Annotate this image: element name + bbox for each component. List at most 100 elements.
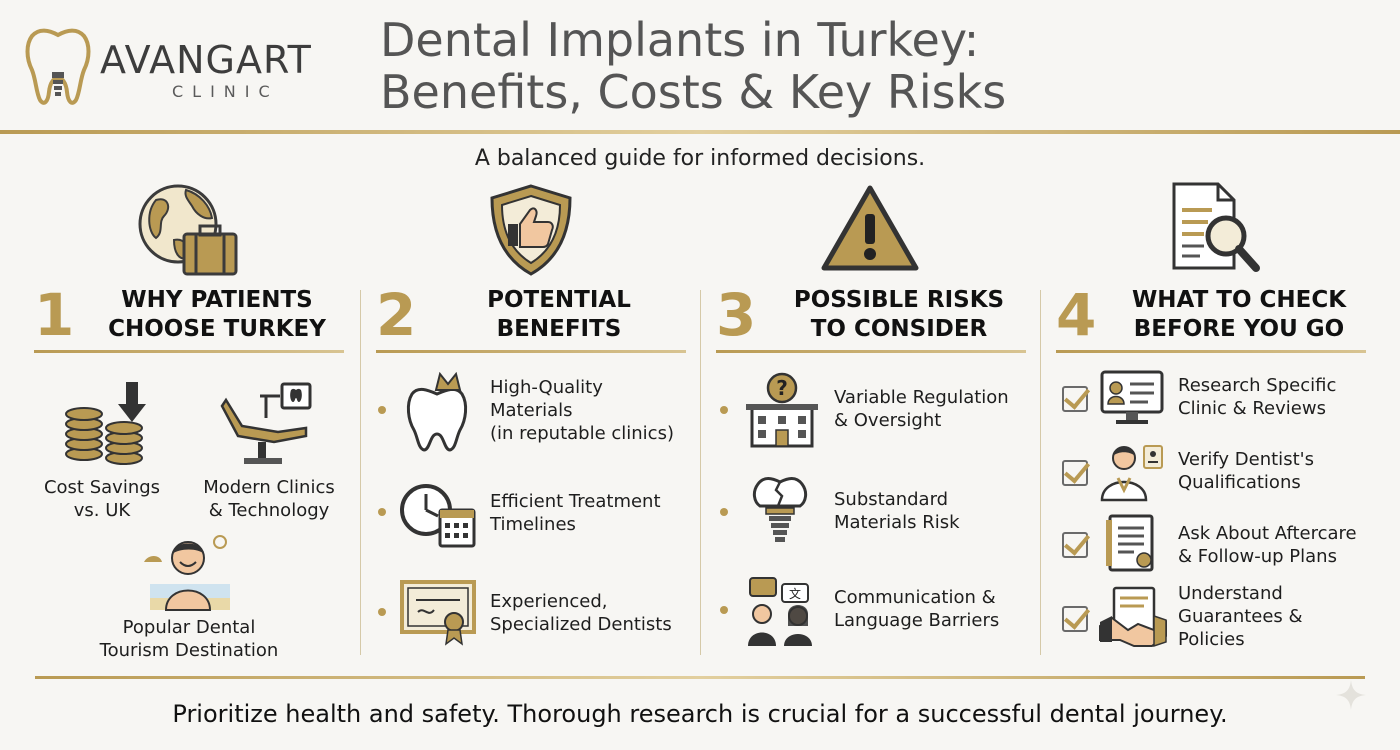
header: AVANGART CLINIC Dental Implants in Turke… bbox=[0, 0, 1400, 130]
section-title: BENEFITS bbox=[496, 316, 622, 342]
list-item: Ask About Aftercare & Follow-up Plans bbox=[1056, 514, 1386, 578]
header-divider bbox=[0, 130, 1400, 134]
item-label: Verify Dentist's bbox=[1178, 449, 1314, 470]
bullet-icon bbox=[378, 508, 386, 516]
item-label: Ask About Aftercare bbox=[1178, 523, 1357, 544]
section-heading: 1 WHY PATIENTS CHOOSE TURKEY bbox=[34, 284, 364, 346]
section-why-turkey: 1 WHY PATIENTS CHOOSE TURKEY Cost Saving… bbox=[34, 180, 364, 662]
item-label: Clinic & Reviews bbox=[1178, 398, 1326, 419]
column-divider bbox=[700, 290, 701, 655]
item-label: Experienced, bbox=[490, 591, 608, 612]
item-label: High-Quality bbox=[490, 377, 603, 398]
crowned-tooth-icon bbox=[406, 372, 468, 452]
globe-suitcase-icon bbox=[138, 184, 238, 276]
section-divider bbox=[1056, 350, 1366, 353]
brand-sub: CLINIC bbox=[172, 82, 279, 101]
column-divider bbox=[1040, 290, 1041, 655]
section-number: 3 bbox=[716, 281, 757, 349]
page-title: Dental Implants in Turkey: Benefits, Cos… bbox=[380, 14, 1006, 118]
tooth-implant-logo-icon bbox=[25, 28, 91, 105]
list-item: Efficient Treatment Timelines bbox=[376, 478, 706, 558]
svg-text:文: 文 bbox=[789, 586, 801, 601]
page-title-line2: Benefits, Costs & Key Risks bbox=[380, 65, 1007, 119]
document-seal-icon bbox=[1106, 514, 1154, 572]
item-label: & Oversight bbox=[834, 410, 942, 431]
bullet-icon bbox=[720, 606, 728, 614]
bullet-icon bbox=[720, 406, 728, 414]
handshake-document-icon bbox=[1099, 586, 1167, 648]
list-item: ? Variable Regulation & Oversight bbox=[716, 370, 1046, 460]
list-item: Verify Dentist's Qualifications bbox=[1056, 442, 1386, 506]
page-title-line1: Dental Implants in Turkey: bbox=[380, 13, 980, 67]
building-question-icon: ? bbox=[746, 372, 818, 448]
checkbox-checked-icon bbox=[1062, 386, 1088, 412]
shield-thumbs-up-icon bbox=[490, 184, 572, 276]
monitor-profile-icon bbox=[1100, 370, 1164, 424]
certificate-icon bbox=[400, 580, 476, 646]
section-title: BEFORE YOU GO bbox=[1133, 316, 1345, 342]
bullet-icon bbox=[378, 608, 386, 616]
section-heading: 2 POTENTIAL BENEFITS bbox=[376, 284, 706, 346]
item-label: Research Specific bbox=[1178, 375, 1337, 396]
section-possible-risks: 3 POSSIBLE RISKS TO CONSIDER ? Variable … bbox=[716, 180, 1046, 660]
brand-name: AVANGART bbox=[100, 38, 312, 82]
broken-implant-icon bbox=[752, 477, 808, 542]
list-item: Popular Dental Tourism Destination bbox=[74, 532, 304, 662]
section-title: POTENTIAL bbox=[487, 287, 631, 313]
dentist-badge-icon bbox=[1100, 445, 1163, 502]
section-heading: 4 WHAT TO CHECK BEFORE YOU GO bbox=[1056, 284, 1386, 346]
section-divider bbox=[34, 350, 344, 353]
bullet-icon bbox=[720, 508, 728, 516]
item-label: Policies bbox=[1178, 629, 1245, 650]
item-label: Specialized Dentists bbox=[490, 614, 672, 635]
list-item: 文 Communication & Language Barriers bbox=[716, 574, 1046, 664]
section-number: 4 bbox=[1056, 281, 1097, 349]
section-title: WHAT TO CHECK bbox=[1131, 287, 1347, 313]
beach-person-icon bbox=[144, 535, 230, 611]
item-label: Variable Regulation bbox=[834, 387, 1009, 408]
item-label: Cost Savings bbox=[43, 477, 161, 498]
item-label: Understand bbox=[1178, 583, 1283, 604]
section-divider bbox=[376, 350, 686, 353]
list-item: High-Quality Materials (in reputable cli… bbox=[376, 370, 706, 470]
list-item: Understand Guarantees & Policies bbox=[1056, 582, 1386, 658]
document-magnifier-icon bbox=[1172, 182, 1260, 272]
item-label: Modern Clinics bbox=[203, 477, 335, 498]
coins-arrow-icon bbox=[65, 382, 146, 465]
item-label: Timelines bbox=[490, 514, 576, 535]
section-title: CHOOSE TURKEY bbox=[108, 316, 326, 342]
bullet-icon bbox=[378, 406, 386, 414]
checkbox-checked-icon bbox=[1062, 606, 1088, 632]
item-label: Guarantees & bbox=[1178, 606, 1303, 627]
item-label: & Technology bbox=[208, 500, 330, 521]
item-label: Materials bbox=[490, 400, 573, 421]
list-item: Modern Clinics & Technology bbox=[194, 378, 344, 528]
section-divider bbox=[716, 350, 1026, 353]
warning-triangle-icon bbox=[821, 185, 919, 271]
item-label: Language Barriers bbox=[834, 610, 1000, 631]
section-number: 1 bbox=[34, 281, 75, 349]
footer-divider bbox=[35, 676, 1365, 679]
dental-chair-icon bbox=[220, 382, 312, 464]
column-divider bbox=[360, 290, 361, 655]
brand-logo: AVANGART CLINIC bbox=[22, 22, 322, 112]
item-label: Materials Risk bbox=[834, 512, 960, 533]
section-title: POSSIBLE RISKS bbox=[793, 287, 1005, 313]
sparkle-icon bbox=[1336, 680, 1366, 710]
item-label: Popular Dental bbox=[122, 617, 256, 638]
section-what-to-check: 4 WHAT TO CHECK BEFORE YOU GO Research S… bbox=[1056, 180, 1386, 660]
section-number: 2 bbox=[376, 281, 417, 349]
people-speech-icon: 文 bbox=[748, 577, 812, 646]
section-title: WHY PATIENTS bbox=[121, 287, 313, 313]
item-label: Tourism Destination bbox=[99, 640, 279, 661]
clock-calendar-icon bbox=[400, 484, 476, 548]
footer-message: Prioritize health and safety. Thorough r… bbox=[172, 700, 1228, 728]
checkbox-checked-icon bbox=[1062, 532, 1088, 558]
list-item: Research Specific Clinic & Reviews bbox=[1056, 368, 1386, 432]
item-label: (in reputable clinics) bbox=[490, 423, 674, 444]
section-title: TO CONSIDER bbox=[810, 316, 988, 342]
page-subtitle: A balanced guide for informed decisions. bbox=[474, 146, 926, 171]
item-label: Substandard bbox=[834, 489, 949, 510]
item-label: Communication & bbox=[834, 587, 996, 608]
item-label: vs. UK bbox=[73, 500, 131, 521]
